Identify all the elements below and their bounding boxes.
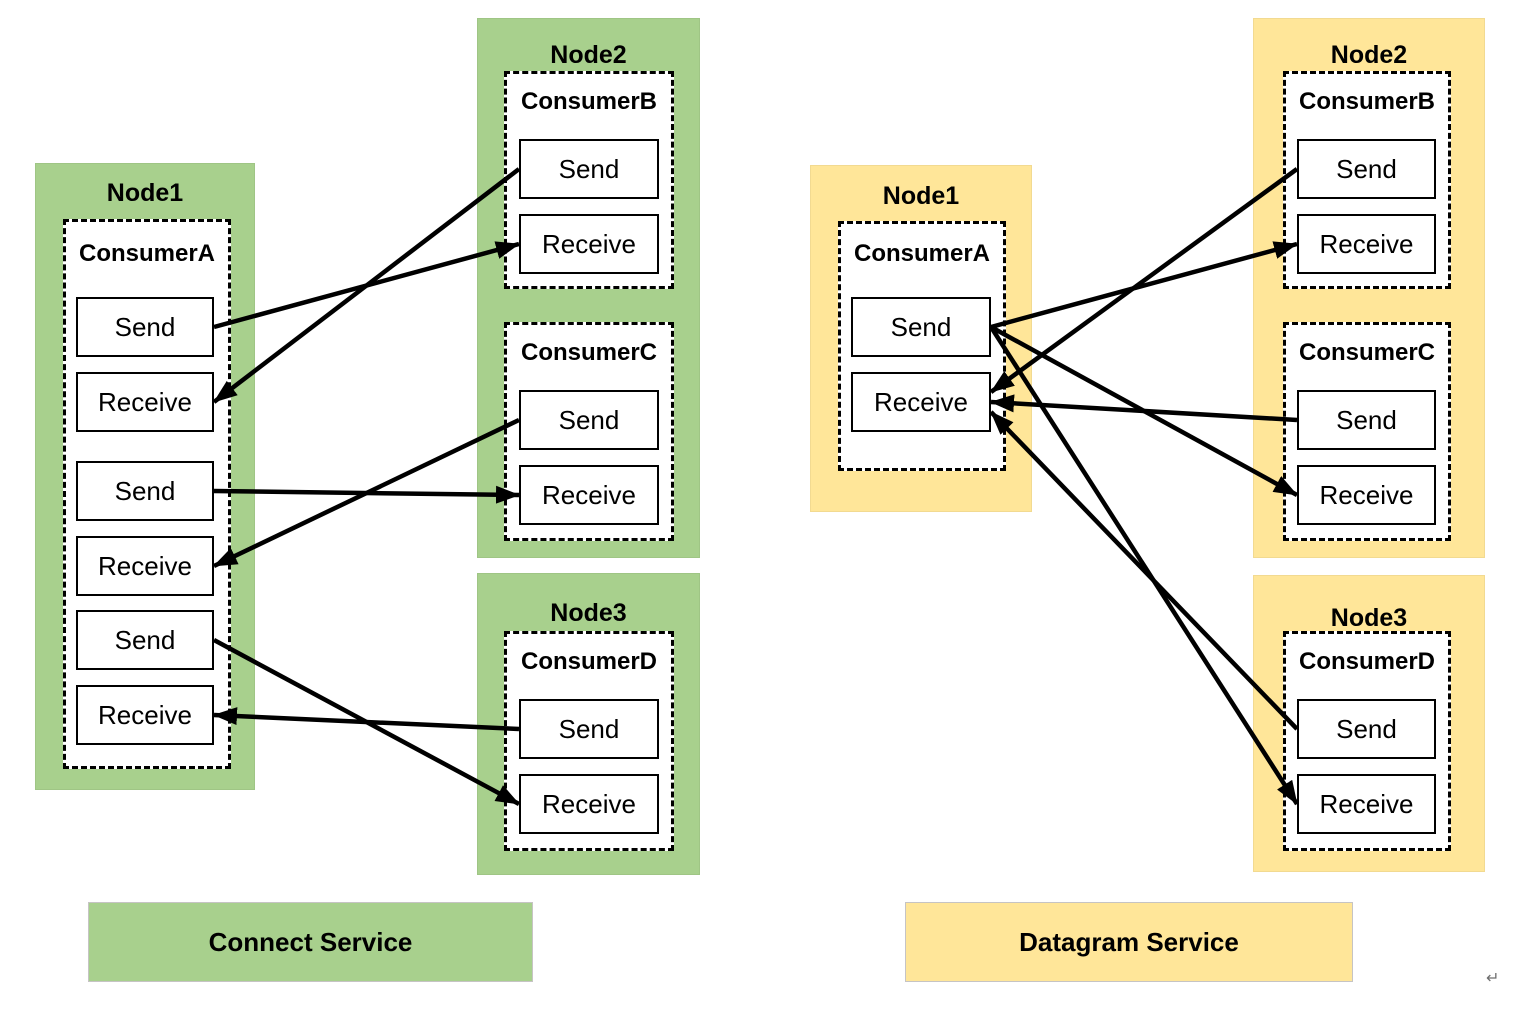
consumer-title: ConsumerA [78,240,216,267]
connection-arrow [212,638,521,806]
connection-arrow [213,485,520,504]
node-title: Node2 [1330,41,1408,69]
node-title: Node3 [550,599,627,627]
send-port: Send [1297,390,1436,450]
receive-port: Receive [76,536,214,596]
send-port: Send [76,297,214,357]
consumerC-box: ConsumerC Send Receive [1283,322,1451,541]
datagram-node2-box: Node2 ConsumerB Send Receive ConsumerC S… [1253,18,1485,558]
connection-arrow [989,325,1299,497]
connection-arrow [213,707,520,732]
send-port: Send [519,139,659,199]
consumer-title: ConsumerD [520,648,658,675]
consumerC-box: ConsumerC Send Receive [504,322,674,541]
connection-arrow [213,417,520,569]
node-title: Node1 [106,179,184,207]
consumer-title: ConsumerB [520,88,658,115]
paragraph-return-mark: ↵ [1486,970,1500,987]
receive-port: Receive [851,372,991,432]
receive-port: Receive [1297,774,1436,834]
receive-port: Receive [519,774,659,834]
consumer-title: ConsumerC [1298,339,1436,366]
connection-arrow [212,167,521,404]
consumerB-box: ConsumerB Send Receive [504,71,674,289]
connection-arrow [990,241,1298,330]
datagram-node3-box: Node3 ConsumerD Send Receive [1253,575,1485,872]
send-port: Send [76,461,214,521]
connection-arrow [990,394,1298,423]
connection-arrow [989,410,1299,731]
node-title: Node1 [882,182,960,210]
consumerB-box: ConsumerB Send Receive [1283,71,1451,289]
send-port: Send [519,390,659,450]
connect-service-label: Connect Service [88,902,533,982]
send-port: Send [519,699,659,759]
datagram-node1-box: Node1 ConsumerA Send Receive [810,165,1032,512]
consumerA-box: ConsumerA Send Receive Send Receive Send… [63,219,231,769]
connect-node1-box: Node1 ConsumerA Send Receive Send Receiv… [35,163,255,790]
receive-port: Receive [519,465,659,525]
receive-port: Receive [76,685,214,745]
connection-arrow [989,325,1299,806]
consumer-title: ConsumerD [1298,648,1436,675]
send-port: Send [851,297,991,357]
consumer-title: ConsumerA [853,240,991,267]
consumerD-box: ConsumerD Send Receive [504,631,674,851]
connect-node2-box: Node2 ConsumerB Send Receive ConsumerC S… [477,18,700,558]
consumer-title: ConsumerB [1298,88,1436,115]
send-port: Send [1297,699,1436,759]
consumer-title: ConsumerC [520,339,658,366]
receive-port: Receive [1297,214,1436,274]
receive-port: Receive [1297,465,1436,525]
send-port: Send [76,610,214,670]
connection-arrow [989,167,1299,394]
consumerD-box: ConsumerD Send Receive [1283,631,1451,851]
connection-arrow [213,241,520,330]
consumerA-box: ConsumerA Send Receive [838,221,1006,471]
send-port: Send [1297,139,1436,199]
receive-port: Receive [76,372,214,432]
connect-node3-box: Node3 ConsumerD Send Receive [477,573,700,875]
node-title: Node3 [1330,604,1408,632]
datagram-service-label: Datagram Service [905,902,1353,982]
node-title: Node2 [550,41,627,69]
receive-port: Receive [519,214,659,274]
